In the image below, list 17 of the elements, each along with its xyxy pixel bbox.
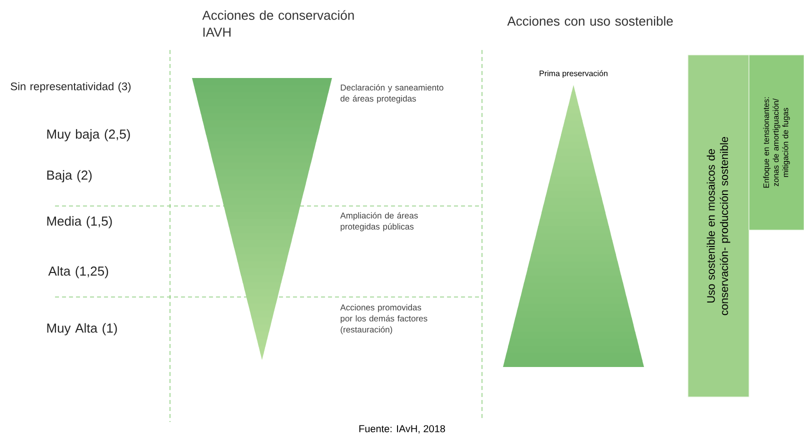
node-label: Prima preservación bbox=[540, 70, 608, 78]
vertical-bar: Enfoque en tensionantes: zonas de amortiguación/ mitigación de fugas bbox=[748, 54, 804, 230]
level-label: Baja (2) bbox=[47, 170, 92, 182]
vertical-bar: Uso sostenible en mosaicos de conservación- producción sostenible bbox=[688, 54, 750, 398]
level-label: Sin representatividad (3) bbox=[10, 82, 131, 92]
level-label: Muy baja (2,5) bbox=[47, 129, 130, 142]
action-note: Acciones promovidas por los demás factores (restauración) bbox=[340, 304, 428, 334]
labeled-triangle: Prima preservación bbox=[503, 70, 644, 367]
level-label: Muy Alta (1) bbox=[47, 323, 117, 336]
caption: Fuente: IAvH, 2018 bbox=[359, 425, 446, 434]
level-label: Media (1,5) bbox=[47, 216, 112, 228]
action-note: Ampliación de áreas protegidas públicas bbox=[340, 212, 418, 232]
level-label: Alta (1,25) bbox=[48, 266, 108, 278]
triangle bbox=[192, 78, 332, 360]
action-note: Declaración y saneamiento de áreas protegidas bbox=[340, 84, 444, 104]
column-heading: Acciones con uso sostenible bbox=[507, 16, 673, 26]
column-heading: Acciones de conservación IAVH bbox=[202, 10, 354, 37]
